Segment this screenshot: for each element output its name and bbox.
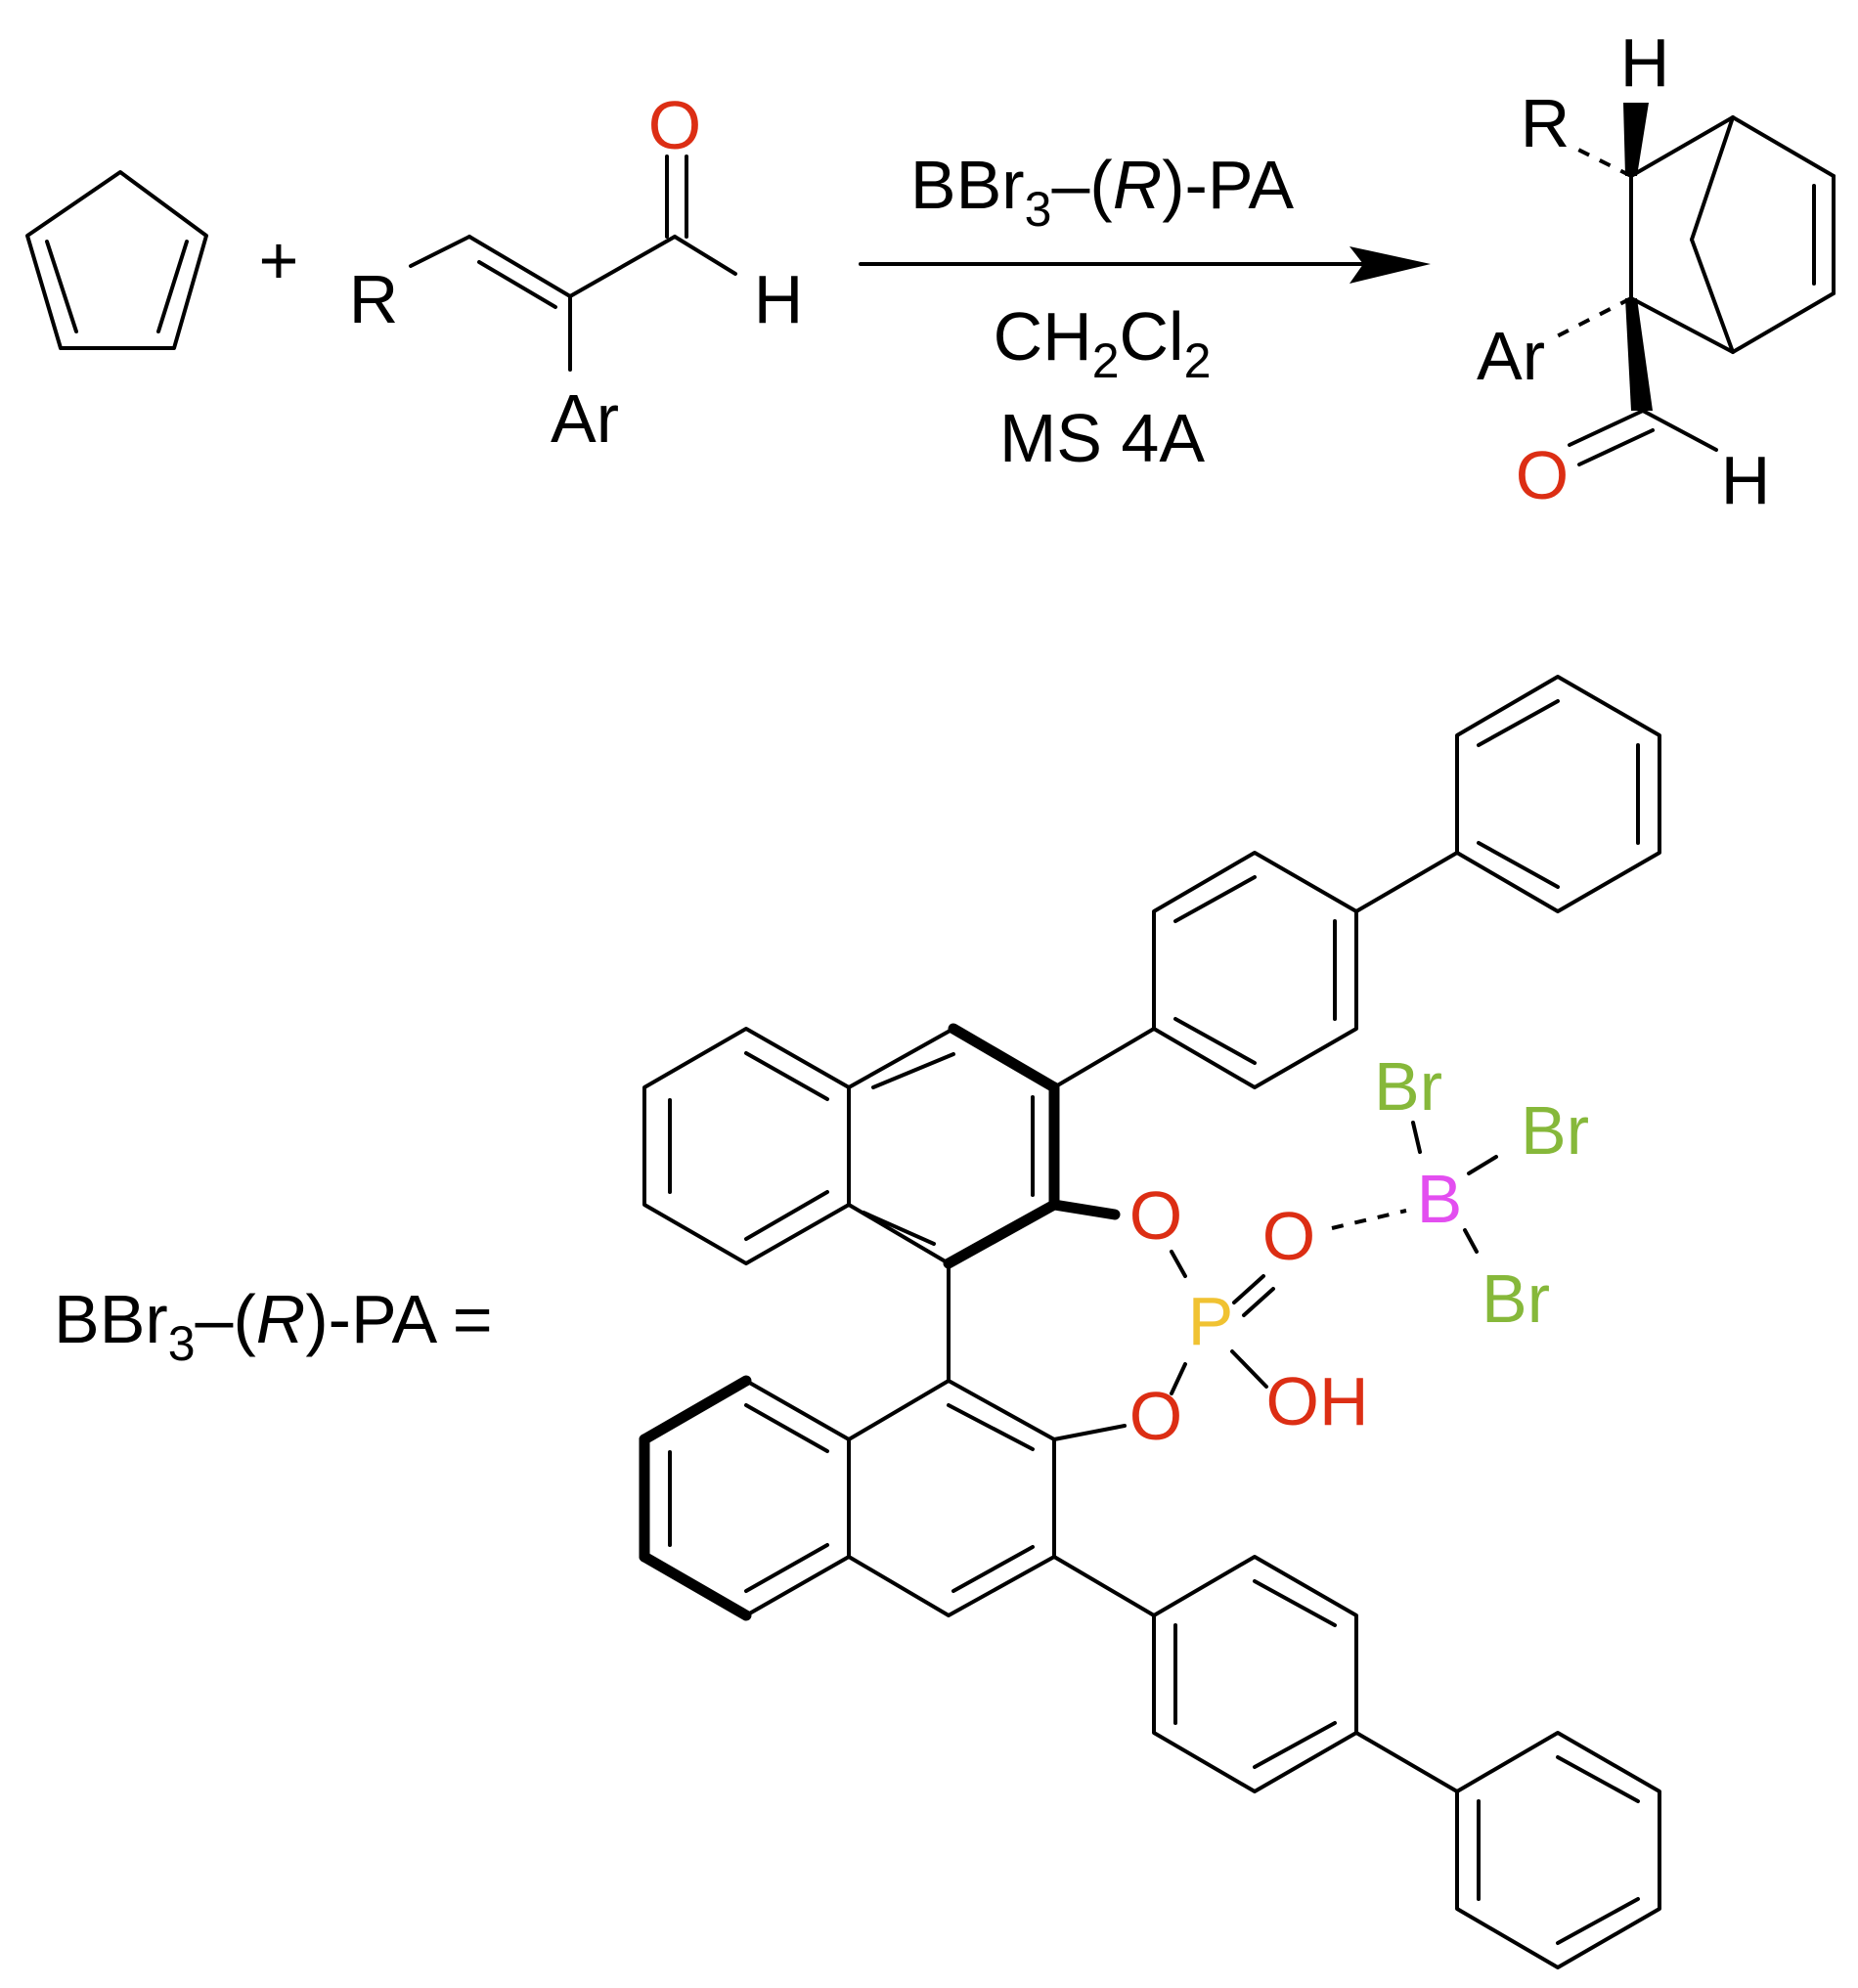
bromine-atom-1: Br xyxy=(1374,1048,1442,1125)
norbornene-product: H R Ar O H xyxy=(1477,24,1836,518)
additive-condition: MS 4A xyxy=(999,400,1205,476)
product-top-hydrogen: H xyxy=(1620,24,1670,101)
bromine-atom-3: Br xyxy=(1482,1260,1550,1337)
product-r-group: R xyxy=(1521,85,1570,161)
product-aryl: Ar xyxy=(1477,318,1545,394)
solvent-condition: CH2Cl2 xyxy=(994,298,1212,388)
boron-atom: B xyxy=(1417,1161,1463,1237)
aldehyde-hydrogen: H xyxy=(754,261,804,337)
product-hydrogen: H xyxy=(1721,442,1771,518)
catalyst-condition: BBr3–(R)-PA xyxy=(910,147,1294,237)
product-oxygen: O xyxy=(1516,437,1569,513)
aryl-label: Ar xyxy=(551,380,619,457)
phosphorus-atom: P xyxy=(1188,1283,1234,1359)
hydroxyl-group: OH xyxy=(1266,1363,1369,1439)
phosphoryl-oxygen: O xyxy=(1262,1198,1315,1274)
reaction-arrow xyxy=(859,246,1431,284)
binol-phosphoric-acid: O O P O OH B Br Br Br xyxy=(639,675,1661,1969)
ester-oxygen-upper: O xyxy=(1129,1177,1182,1254)
catalyst-definition-label: BBr3–(R)-PA = xyxy=(54,1281,493,1371)
ester-oxygen-lower: O xyxy=(1129,1378,1182,1454)
carbonyl-oxygen: O xyxy=(648,87,701,163)
enal-reactant: R Ar O H xyxy=(349,87,804,457)
cyclopentadiene xyxy=(25,170,208,350)
plus-sign: + xyxy=(259,222,299,298)
bromine-atom-2: Br xyxy=(1521,1092,1589,1169)
r-group-label: R xyxy=(349,261,399,337)
